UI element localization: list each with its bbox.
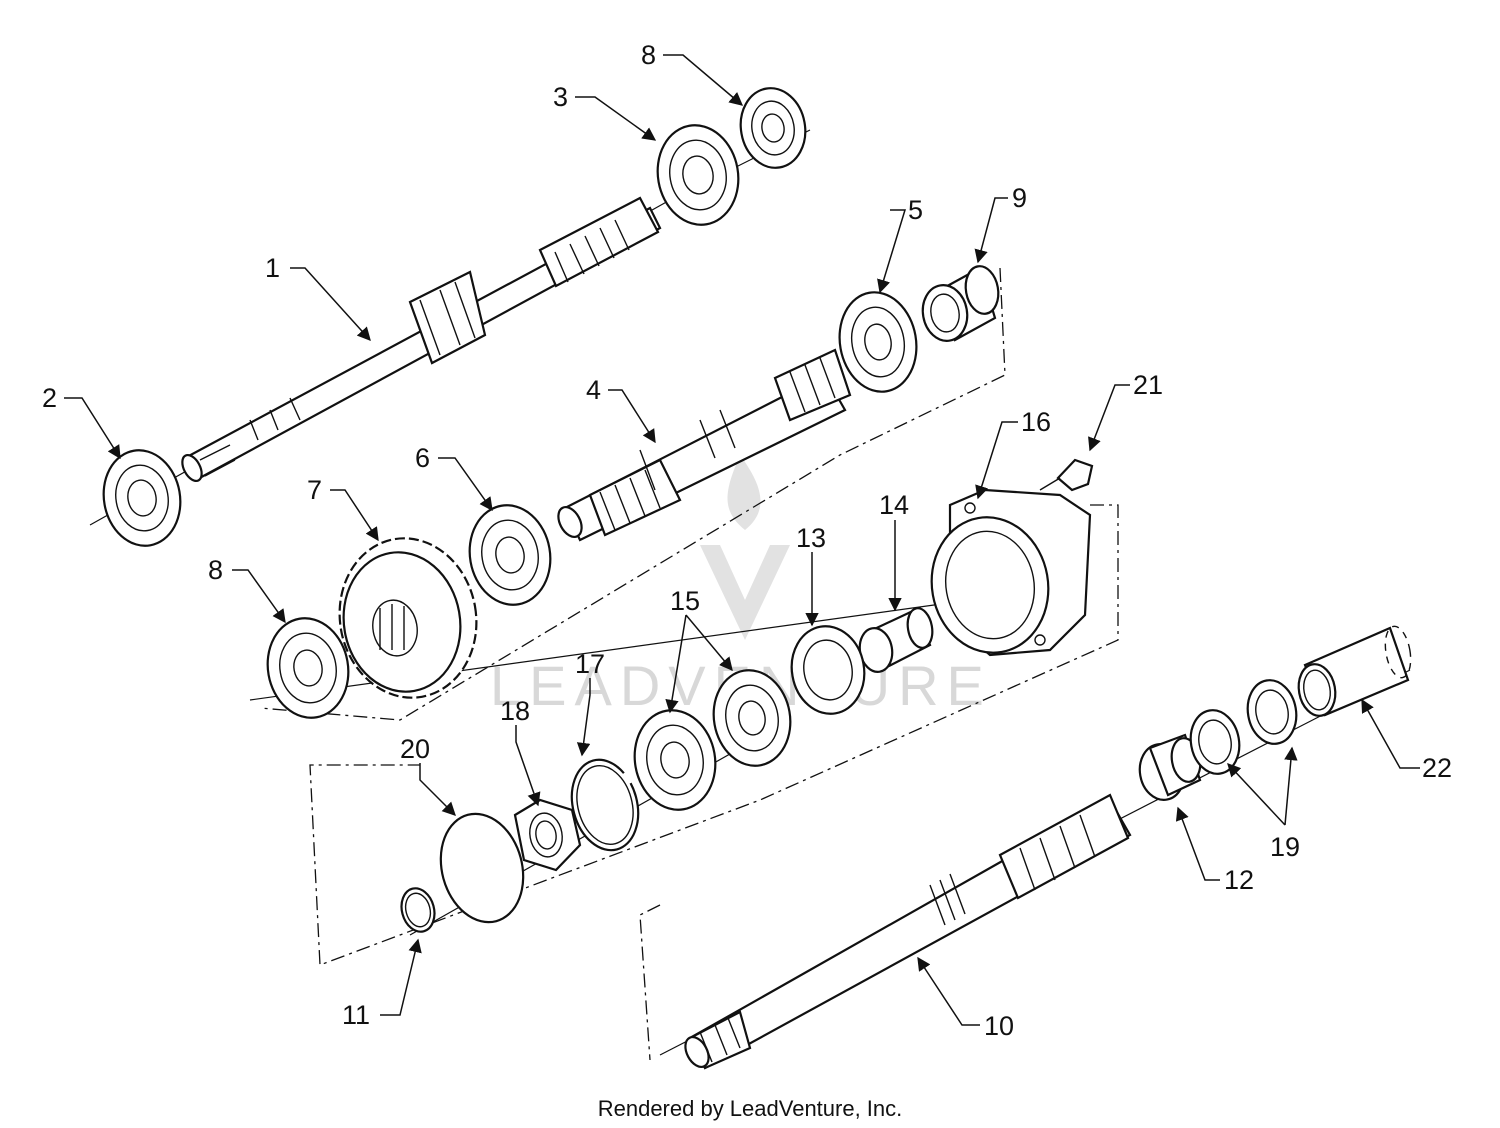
part-11-ring [400, 887, 436, 933]
callout-11: 11 [342, 1000, 370, 1030]
callout-4: 4 [586, 375, 601, 405]
callout-16: 16 [1021, 407, 1051, 437]
callout-21: 21 [1133, 370, 1163, 400]
part-4-shaft [557, 348, 852, 542]
part-22-sleeve [1297, 625, 1412, 717]
part-16-housing [930, 488, 1092, 657]
callout-17: 17 [575, 649, 605, 679]
callout-1: 1 [265, 253, 280, 283]
part-15-bearing-a [712, 669, 792, 767]
part-14-bushing [858, 607, 934, 673]
part-21-fitting [1039, 458, 1094, 492]
callout-5: 5 [908, 195, 923, 225]
callout-9: 9 [1012, 183, 1027, 213]
part-5-bearing [838, 291, 918, 393]
part-19-ring-a [1189, 709, 1241, 775]
callout-14: 14 [879, 490, 909, 520]
part-8-bearing-left [266, 617, 350, 719]
part-1-shaft [181, 196, 662, 483]
callout-8-top: 8 [641, 40, 656, 70]
part-9-sleeve [921, 265, 1000, 342]
part-6-bearing [468, 504, 552, 606]
part-13-ring [790, 625, 866, 715]
callout-6: 6 [415, 443, 430, 473]
callout-12: 12 [1224, 865, 1254, 895]
watermark-logo-icon [700, 545, 790, 640]
part-3-bearing [656, 124, 740, 226]
part-7-gear [338, 537, 478, 699]
callout-10: 10 [984, 1011, 1014, 1041]
part-10-shaft [684, 793, 1132, 1070]
leader-lines [64, 54, 1420, 1026]
footer-credit: Rendered by LeadVenture, Inc. [598, 1096, 903, 1121]
part-18-nut [513, 798, 582, 872]
part-20-o-ring [439, 812, 525, 924]
callout-13: 13 [796, 523, 826, 553]
callout-15: 15 [670, 586, 700, 616]
part-19-ring-b [1246, 679, 1298, 745]
part-15-bearing-b [633, 709, 717, 811]
part-8-bearing-top [739, 87, 807, 169]
callout-20: 20 [400, 734, 430, 764]
callout-22: 22 [1422, 753, 1452, 783]
part-2-bearing [102, 449, 182, 547]
callouts: 1 2 3 8 5 9 4 6 7 8 21 16 14 13 15 17 18… [42, 40, 1452, 1041]
callout-18: 18 [500, 696, 530, 726]
part-12-bushing [1138, 733, 1202, 801]
callout-7: 7 [307, 475, 322, 505]
callout-2: 2 [42, 383, 57, 413]
watermark-flame-icon [727, 455, 761, 530]
callout-8-left: 8 [208, 555, 223, 585]
callout-3: 3 [553, 82, 568, 112]
part-17-snap-ring [570, 758, 640, 852]
callout-19: 19 [1270, 832, 1300, 862]
